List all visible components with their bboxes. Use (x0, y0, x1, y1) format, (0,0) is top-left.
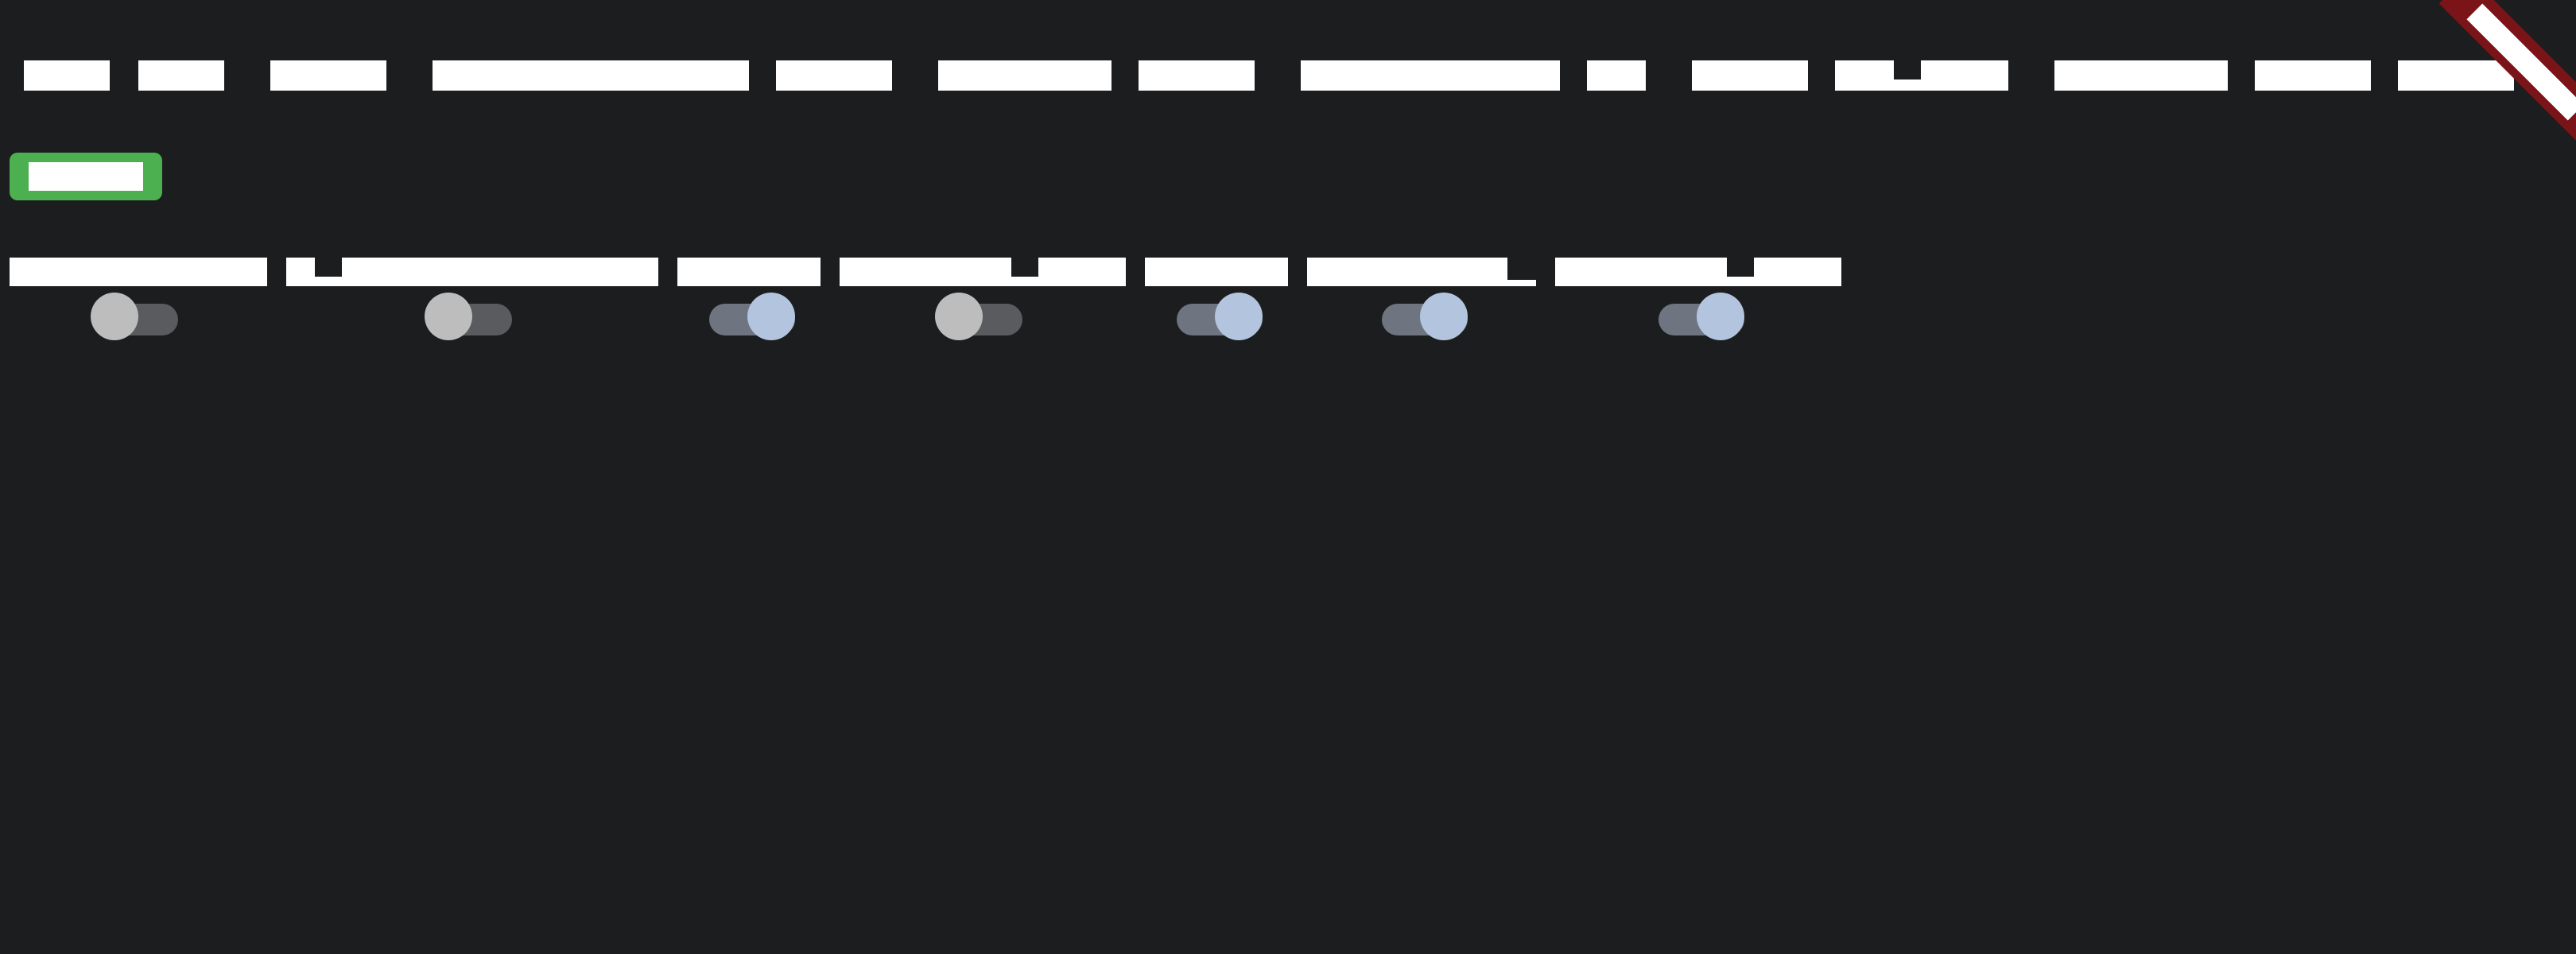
toggle-knob (747, 293, 795, 340)
nav-item-label (1835, 60, 2008, 91)
toggle-knob (935, 293, 983, 340)
nav-item-label (776, 60, 892, 91)
toggle-label-text (1307, 258, 1536, 286)
toggle-switch-7[interactable] (1658, 293, 1748, 340)
toggle-knob (1215, 293, 1263, 340)
nav-item-label (138, 60, 224, 91)
corner-ribbon-bar (2466, 3, 2576, 121)
nav-item-9[interactable] (1587, 60, 1646, 91)
nav-item-label (1139, 60, 1255, 91)
toggle-switch-2[interactable] (425, 293, 515, 340)
nav-item-1[interactable] (24, 60, 110, 91)
toggle-label-text (1555, 258, 1841, 286)
toggle-knob (1420, 293, 1468, 340)
toggle-knob (91, 293, 138, 340)
corner-ribbon (2433, 0, 2576, 143)
nav-item-6[interactable] (938, 60, 1111, 91)
toggle-switch-1[interactable] (91, 293, 181, 340)
nav-item-12[interactable] (2054, 60, 2228, 91)
nav-item-label (1301, 60, 1560, 91)
nav-item-4[interactable] (433, 60, 749, 91)
toggle-switch-4[interactable] (935, 293, 1026, 340)
nav-item-7[interactable] (1139, 60, 1255, 91)
nav-item-label (24, 60, 110, 91)
nav-item-label (2054, 60, 2228, 91)
toggle-label-text (677, 258, 821, 286)
toggle-label-2 (286, 258, 658, 286)
toggle-switch-3[interactable] (709, 293, 798, 340)
nav-item-label (2255, 60, 2371, 91)
nav-item-label (1692, 60, 1808, 91)
toggle-knob (1697, 293, 1744, 340)
nav-item-label (270, 60, 386, 91)
toggle-switch-5[interactable] (1177, 293, 1266, 340)
toggle-knob (425, 293, 472, 340)
status-badge-label (29, 162, 143, 191)
toggle-label-3 (677, 258, 821, 286)
toggle-label-6 (1307, 258, 1536, 286)
toggle-label-5 (1145, 258, 1288, 286)
corner-ribbon-band (2438, 0, 2576, 143)
nav-item-14[interactable] (2398, 60, 2514, 91)
nav-item-10[interactable] (1692, 60, 1808, 91)
toggle-label-text (1145, 258, 1288, 286)
nav-item-8[interactable] (1301, 60, 1560, 91)
nav-item-label (938, 60, 1111, 91)
toggle-label-notch (1727, 258, 1754, 277)
toggle-label-cut (1507, 258, 1536, 280)
nav-item-11[interactable] (1835, 60, 2008, 91)
nav-item-notch (1894, 60, 1921, 80)
status-badge[interactable] (10, 153, 162, 200)
nav-item-3[interactable] (270, 60, 386, 91)
nav-item-13[interactable] (2255, 60, 2371, 91)
toggle-label-7 (1555, 258, 1841, 286)
nav-item-5[interactable] (776, 60, 892, 91)
toggle-label-text (10, 258, 267, 286)
toggle-label-notch (315, 258, 342, 277)
nav-item-label (1587, 60, 1646, 91)
nav-item-label (433, 60, 749, 91)
nav-item-2[interactable] (138, 60, 224, 91)
toggle-label-notch (1011, 258, 1038, 277)
toggle-label-4 (840, 258, 1126, 286)
toggle-label-text (286, 258, 658, 286)
toggle-label-text (840, 258, 1126, 286)
toggle-switch-6[interactable] (1382, 293, 1471, 340)
toggle-label-1 (10, 258, 267, 286)
